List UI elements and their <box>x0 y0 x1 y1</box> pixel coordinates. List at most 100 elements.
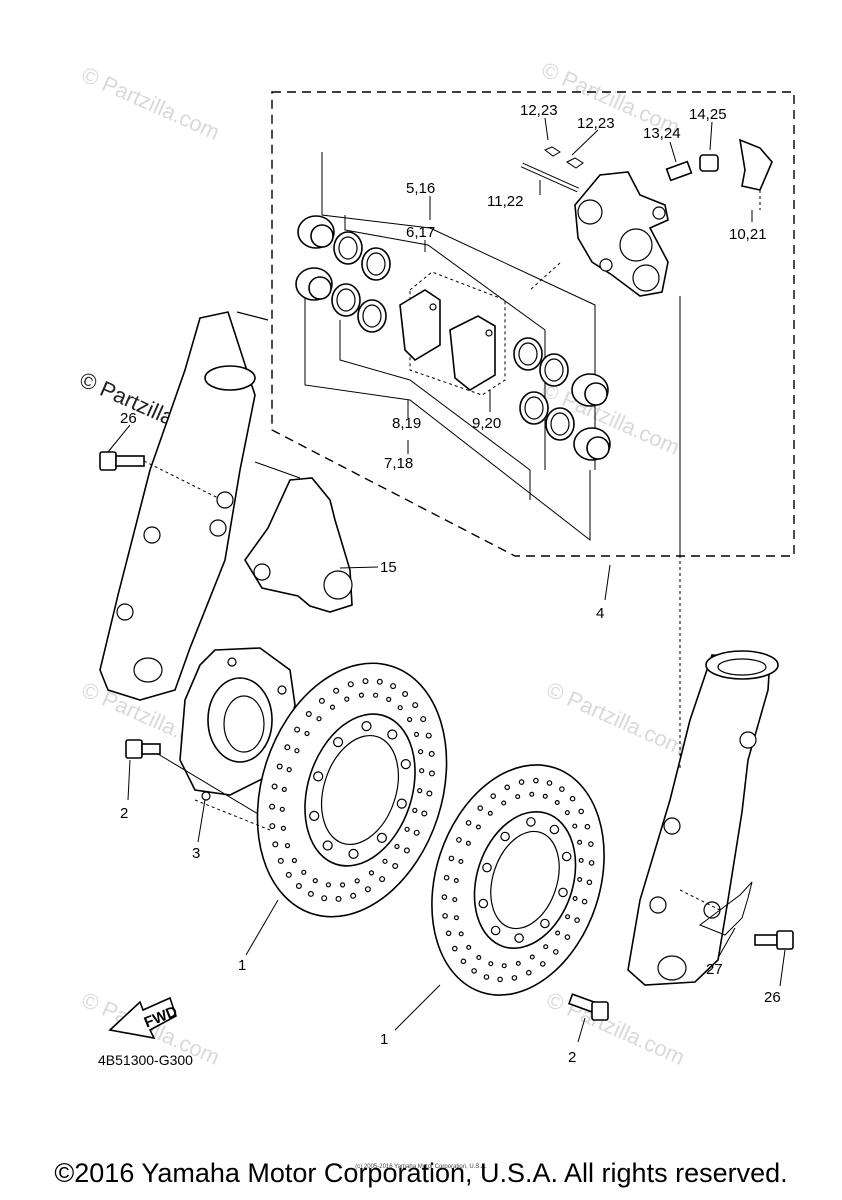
disc-drill-hole <box>390 683 397 690</box>
disc-drill-hole <box>269 803 276 810</box>
callout-14-25: 14,25 <box>689 106 727 123</box>
disc-drill-hole <box>354 878 360 884</box>
disc-drill-hole <box>543 944 549 950</box>
disc-drill-hole <box>497 976 503 983</box>
spacer-hole <box>201 791 211 801</box>
disc-drill-hole <box>477 805 484 811</box>
seal-ring-inner <box>550 412 570 436</box>
disc-drill-hole <box>456 837 462 843</box>
disc-drill-hole <box>321 895 328 902</box>
disc-drill-hole <box>386 696 392 703</box>
pad-group-outline <box>409 271 506 396</box>
disc-drill-hole <box>478 898 489 909</box>
piston-face <box>586 436 610 460</box>
callout-11-22: 11,22 <box>487 193 523 210</box>
caliper-pin-fill <box>521 163 579 192</box>
leader <box>571 129 599 156</box>
disc-drill-hole <box>525 969 532 976</box>
disc-drill-hole <box>476 954 482 960</box>
disc-drill-hole <box>515 960 521 966</box>
callout-26-left: 26 <box>120 410 137 427</box>
disc-drill-hole <box>487 810 493 816</box>
watermark: © Partzilla.com <box>543 987 689 1070</box>
disc-drill-hole <box>569 795 576 802</box>
disc-drill-hole <box>420 716 427 723</box>
disc-drill-hole <box>387 729 398 740</box>
leader <box>107 424 131 453</box>
disc-drill-hole <box>294 726 301 733</box>
spacer-bore-inner <box>223 695 265 753</box>
disc-drill-hole <box>333 687 340 694</box>
bolt-shaft <box>754 934 778 946</box>
disc-drill-hole <box>402 690 409 697</box>
disc-drill-hole <box>588 860 595 866</box>
caliper-mount-hole <box>599 258 613 272</box>
leader <box>394 984 441 1031</box>
hose-clip <box>698 881 753 936</box>
callout-8-19: 8,19 <box>392 415 421 432</box>
copyright-notice: ©2016 Yamaha Motor Corporation, U.S.A. A… <box>54 1158 788 1188</box>
pistons-lower-right <box>513 337 611 461</box>
callout-1-left: 1 <box>238 957 246 974</box>
disc-drill-hole <box>549 824 560 835</box>
disc-drill-hole <box>428 750 435 757</box>
disc-drill-hole <box>490 925 501 936</box>
left-fork-inner-tube <box>236 311 269 321</box>
disc-drill-hole <box>540 918 550 929</box>
bracket-7-18 <box>304 285 591 542</box>
disc-drill-hole <box>368 870 375 876</box>
seal-ring-inner <box>544 358 564 382</box>
disc-drill-hole <box>271 783 278 790</box>
disc-drill-hole <box>574 917 580 923</box>
pistons-upper-left <box>295 215 391 333</box>
disc-drill-hole <box>312 877 318 884</box>
disc-drill-hole <box>453 877 459 883</box>
leader <box>779 949 786 987</box>
caliper-bore <box>619 228 653 262</box>
disc-drill-hole <box>465 820 472 826</box>
disc-drill-hole <box>347 681 354 688</box>
disc-drill-hole <box>514 933 524 943</box>
disc-drill-hole <box>542 793 548 799</box>
guide-line <box>529 262 561 291</box>
disc-drill-hole <box>539 961 546 967</box>
spacer-hole <box>227 657 237 667</box>
caliper-bore <box>577 199 603 225</box>
disc-drill-hole <box>301 869 307 875</box>
diagram-code: 4B51300-G300 <box>98 1052 193 1068</box>
bolt-guide <box>143 460 219 499</box>
callout-labels: 12,23 12,23 14,25 13,24 5,16 11,22 6,17 … <box>120 102 781 1066</box>
caliper-mount-hole <box>652 206 666 220</box>
disc-drill-hole <box>552 949 559 955</box>
disc-drill-hole <box>407 716 413 723</box>
bolt-2-right <box>567 993 609 1021</box>
disc-drill-hole <box>572 895 578 901</box>
right-fork-mount <box>663 817 681 835</box>
disc-center <box>321 734 399 846</box>
callout-2-left: 2 <box>120 805 128 822</box>
watermark: © Partzilla.com <box>543 677 689 760</box>
disc-drill-hole <box>445 930 452 937</box>
disc-drill-hole <box>348 848 359 860</box>
disc-drill-hole <box>295 882 302 889</box>
disc-drill-hole <box>504 784 511 791</box>
left-fork-axle-hole <box>133 657 163 683</box>
disc-drill-hole <box>581 898 588 905</box>
disc-drill-hole <box>586 879 593 886</box>
disc-drill-hole <box>394 843 400 850</box>
disc-drill-hole <box>466 944 472 950</box>
disc-drill-hole <box>284 744 291 751</box>
disc-drill-hole <box>350 892 357 899</box>
disc-drill-hole <box>396 798 407 809</box>
callout-4: 4 <box>596 605 604 622</box>
disc-drill-hole <box>280 825 286 831</box>
disc-drill-hole <box>418 749 424 755</box>
disc-drill-hole <box>305 710 312 717</box>
disc-drill-hole <box>325 882 331 888</box>
callout-12-23a: 12,23 <box>520 102 558 119</box>
disc-drill-hole <box>452 897 458 903</box>
leader <box>544 117 549 141</box>
disc-drill-hole <box>276 763 283 770</box>
disc-drill-hole <box>515 794 521 800</box>
